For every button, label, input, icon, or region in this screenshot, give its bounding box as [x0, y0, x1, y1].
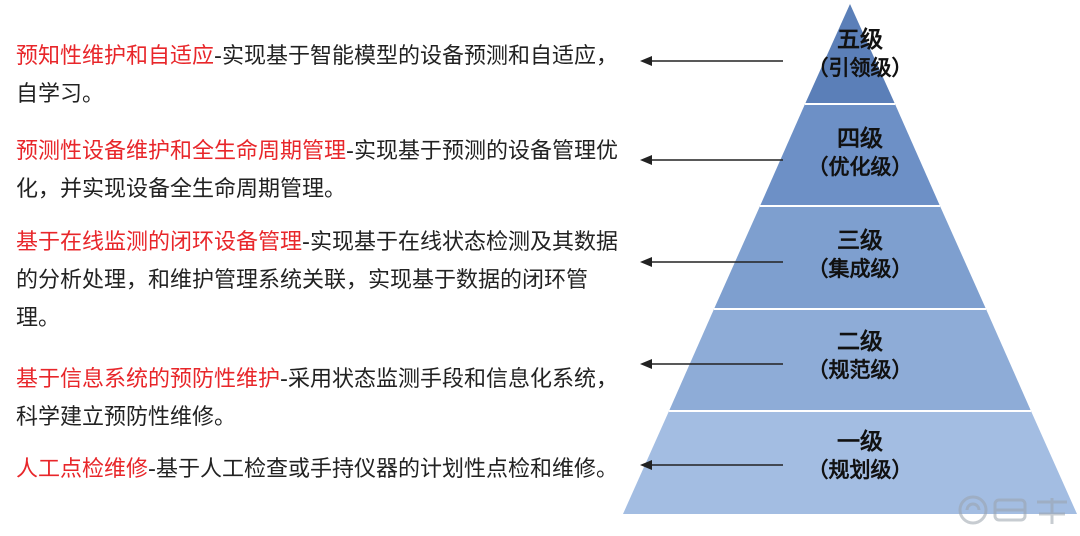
level-4-title: 预测性设备维护和全生命周期管理	[16, 139, 347, 164]
arrow-level-4	[640, 155, 783, 165]
pyramid-tier-5	[805, 4, 895, 104]
level-label-2: 二级 （规范级）	[770, 328, 950, 384]
yiche-logo-icon	[958, 495, 1067, 525]
level-3-title: 基于在线监测的闭环设备管理	[16, 230, 303, 255]
level-4-description: 预测性设备维护和全生命周期管理-实现基于预测的设备管理优化，并实现设备全生命周期…	[16, 133, 626, 209]
level-4-text: -实现基于预测的设备管理优化，并实现设备全生命周期管理。	[16, 139, 618, 202]
arrow-level-3	[640, 257, 783, 267]
level-5-title: 预知性维护和自适应	[16, 44, 215, 69]
pyramid-tier-2	[669, 309, 1031, 411]
level-name: 二级	[837, 329, 883, 355]
level-label-5: 五级 （引领级）	[770, 26, 950, 82]
pyramid-tier-3	[714, 206, 986, 309]
level-label-4: 四级 （优化级）	[770, 125, 950, 181]
level-subtitle: （引领级）	[807, 56, 913, 80]
level-subtitle: （规划级）	[807, 458, 913, 482]
level-5-description: 预知性维护和自适应-实现基于智能模型的设备预测和自适应，自学习。	[16, 38, 626, 114]
level-3-text: -实现基于在线状态检测及其数据的分析处理，和维护管理系统关联，实现基于数据的闭环…	[16, 230, 618, 331]
level-1-title: 人工点检维修	[16, 457, 149, 482]
level-name: 一级	[837, 429, 883, 455]
level-name: 五级	[837, 27, 883, 53]
level-subtitle: （规范级）	[807, 358, 913, 382]
level-5-text: -实现基于智能模型的设备预测和自适应，自学习。	[16, 44, 618, 107]
level-subtitle: （优化级）	[807, 155, 913, 179]
arrow-level-1	[640, 460, 783, 470]
level-name: 四级	[837, 126, 883, 152]
level-1-text: -基于人工检查或手持仪器的计划性点检和维修。	[148, 457, 618, 482]
level-2-text: -采用状态监测手段和信息化系统，科学建立预防性维修。	[16, 367, 618, 430]
level-label-1: 一级 （规划级）	[770, 428, 950, 484]
level-3-description: 基于在线监测的闭环设备管理-实现基于在线状态检测及其数据的分析处理，和维护管理系…	[16, 224, 626, 338]
level-1-description: 人工点检维修-基于人工检查或手持仪器的计划性点检和维修。	[16, 451, 626, 489]
level-subtitle: （集成级）	[807, 257, 913, 281]
level-2-description: 基于信息系统的预防性维护-采用状态监测手段和信息化系统，科学建立预防性维修。	[16, 361, 626, 437]
level-2-title: 基于信息系统的预防性维护	[16, 367, 281, 392]
pyramid-tier-1	[623, 411, 1077, 514]
pyramid-tier-4	[760, 104, 940, 206]
arrow-level-5	[640, 56, 783, 66]
level-name: 三级	[837, 228, 883, 254]
arrow-level-2	[640, 359, 783, 369]
level-label-3: 三级 （集成级）	[770, 227, 950, 283]
